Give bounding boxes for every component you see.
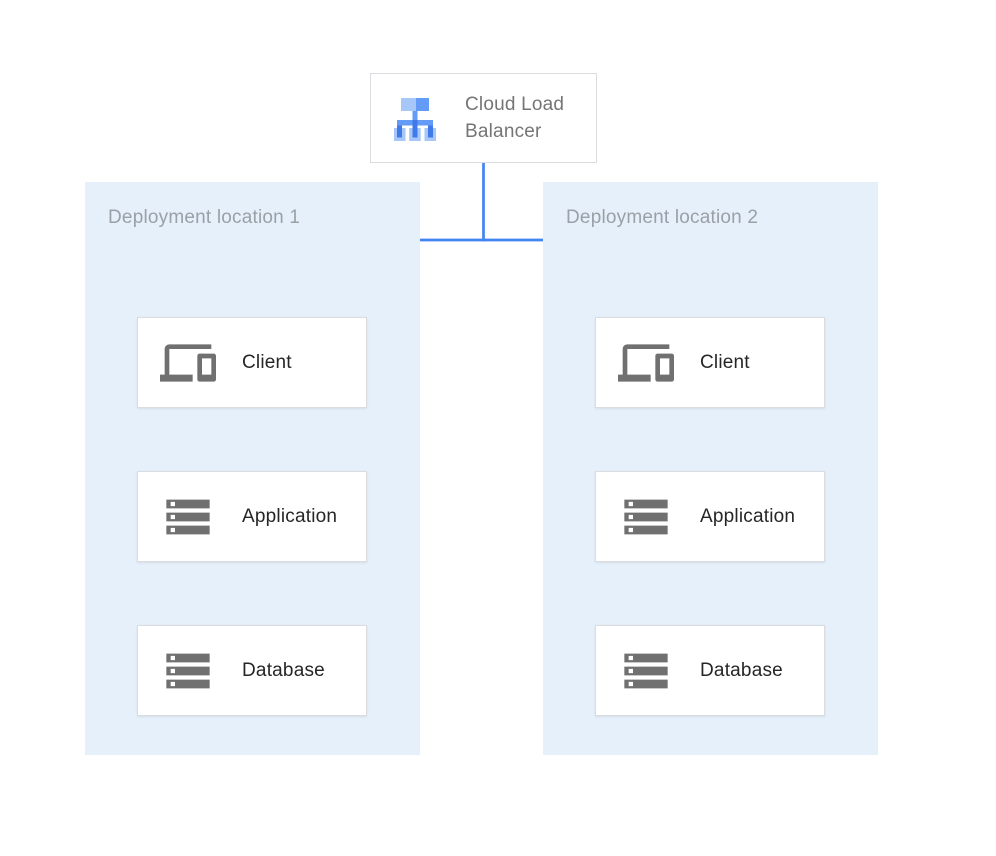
node-label: Application — [700, 505, 796, 527]
node-client-2: Client — [595, 317, 825, 408]
deployment-zone-2: Deployment location 2 Client Application — [543, 182, 878, 755]
deployment-zone-1: Deployment location 1 Client Application — [85, 182, 420, 755]
zone-2-label: Deployment location 2 — [566, 207, 759, 228]
devices-icon — [158, 335, 218, 391]
node-client-1: Client — [137, 317, 367, 408]
node-database-2: Database — [595, 625, 825, 716]
load-balancer-icon — [387, 90, 443, 146]
server-stack-icon — [616, 645, 676, 697]
server-stack-icon — [158, 491, 218, 543]
node-database-1: Database — [137, 625, 367, 716]
node-application-2: Application — [595, 471, 825, 562]
node-application-1: Application — [137, 471, 367, 562]
node-label: Database — [242, 659, 325, 681]
zone-1-label: Deployment location 1 — [108, 207, 301, 228]
server-stack-icon — [616, 491, 676, 543]
server-stack-icon — [158, 645, 218, 697]
node-label: Client — [242, 351, 292, 373]
cloud-load-balancer-node: Cloud Load Balancer — [370, 73, 597, 163]
load-balancer-label: Cloud Load Balancer — [465, 94, 565, 142]
node-label: Application — [242, 505, 338, 527]
devices-icon — [616, 335, 676, 391]
node-label: Client — [700, 351, 750, 373]
node-label: Database — [700, 659, 783, 681]
